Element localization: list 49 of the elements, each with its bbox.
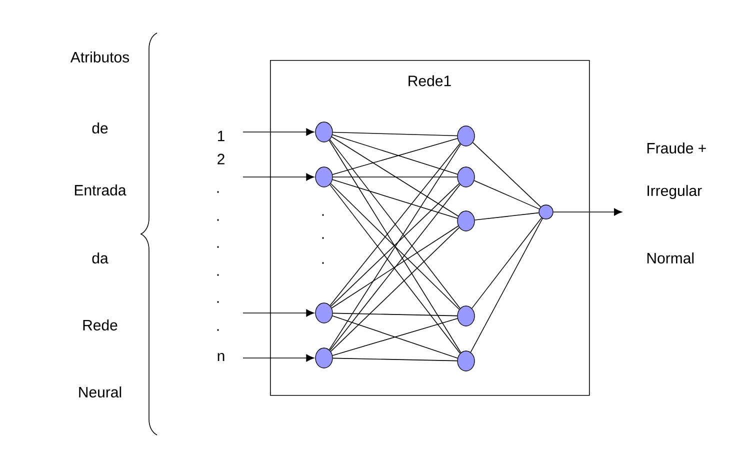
arrow: [552, 208, 622, 216]
connection-line: [472, 142, 542, 208]
label: n: [218, 352, 224, 362]
label: da: [92, 252, 108, 264]
label: 2: [218, 154, 224, 164]
neuron-circle: [457, 350, 475, 372]
label: .: [217, 329, 219, 331]
connection-line: [332, 179, 458, 219]
connection-line: [332, 176, 458, 178]
connection-line: [331, 226, 459, 308]
neuron-circle: [457, 306, 475, 326]
neuron-circle: [538, 204, 554, 220]
connection-line: [330, 227, 460, 352]
label: Fraude +: [647, 142, 706, 154]
label: .: [217, 219, 219, 221]
arrow: [242, 173, 314, 181]
neuron-circle: [315, 302, 333, 324]
connection-line: [474, 180, 540, 210]
arrow: [242, 354, 314, 362]
label: de: [92, 122, 108, 134]
neuron-circle: [315, 122, 333, 142]
neuron-circle: [315, 348, 333, 368]
connection-line: [332, 358, 458, 362]
arrow: [242, 128, 314, 136]
neuron-circle: [457, 166, 475, 188]
neuron-circle: [315, 166, 333, 188]
label: .: [322, 237, 324, 239]
label: .: [322, 214, 324, 216]
connection-line: [332, 132, 458, 136]
label: Normal: [647, 252, 694, 264]
connection-line: [470, 218, 543, 353]
connection-line: [332, 312, 458, 316]
connection-line: [472, 217, 542, 309]
label: .: [322, 262, 324, 264]
label: Entrada: [74, 184, 126, 196]
label: .: [217, 191, 219, 193]
neuron-circle: [457, 126, 475, 146]
label: Rede: [83, 320, 118, 330]
label: Irregular: [648, 185, 702, 199]
label: Atributos: [70, 52, 130, 62]
arrow: [242, 309, 314, 317]
label: 1: [218, 130, 224, 142]
label: Neural: [79, 386, 122, 398]
connection-line: [331, 136, 459, 217]
neuron-circle: [457, 210, 475, 232]
connection-line: [474, 212, 540, 220]
label: .: [217, 274, 219, 276]
label: .: [217, 246, 219, 248]
label: .: [217, 301, 219, 303]
